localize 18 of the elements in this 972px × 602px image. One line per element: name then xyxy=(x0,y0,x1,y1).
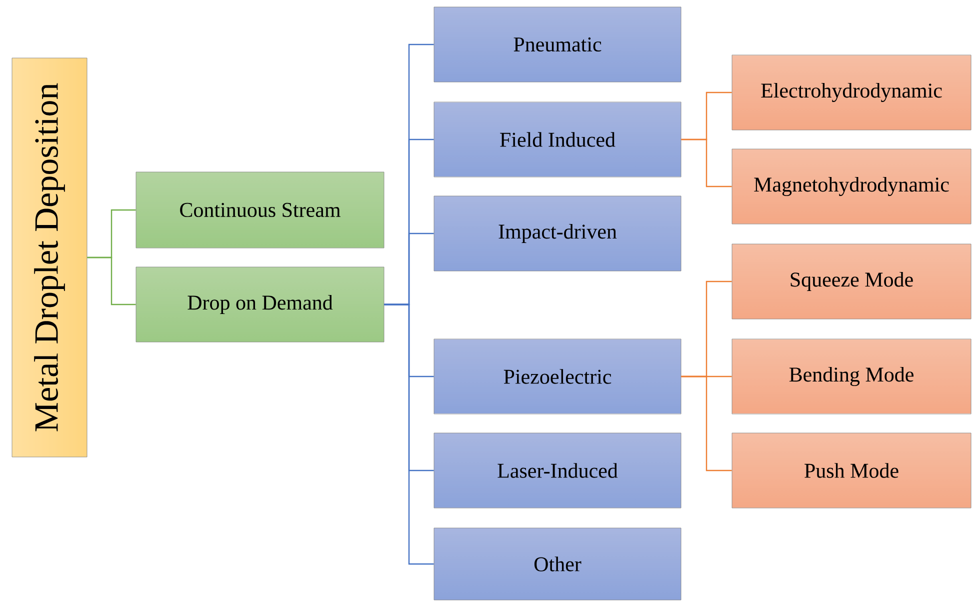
category-box: Metal Droplet Deposition xyxy=(12,58,88,458)
mode-box: Push Mode xyxy=(732,432,972,508)
mechanism-box: Pneumatic xyxy=(434,6,682,82)
method-box: Continuous Stream xyxy=(136,172,384,248)
connector xyxy=(87,256,136,306)
mechanism-box: Impact-driven xyxy=(434,196,682,272)
mode-box: Bending Mode xyxy=(732,338,972,414)
connector xyxy=(681,138,732,188)
mechanism-box: Laser-Induced xyxy=(434,432,682,508)
mechanism-box: Field Induced xyxy=(434,102,682,178)
mechanism-box: Piezoelectric xyxy=(434,338,682,414)
connector xyxy=(384,304,434,565)
method-box: Drop on Demand xyxy=(136,266,384,342)
mode-box: Magnetohydrodynamic xyxy=(732,148,972,224)
mode-box: Squeeze Mode xyxy=(732,244,972,320)
connector xyxy=(681,376,732,472)
mechanism-box: Other xyxy=(434,528,682,600)
mode-box: Electrohydrodynamic xyxy=(732,54,972,130)
